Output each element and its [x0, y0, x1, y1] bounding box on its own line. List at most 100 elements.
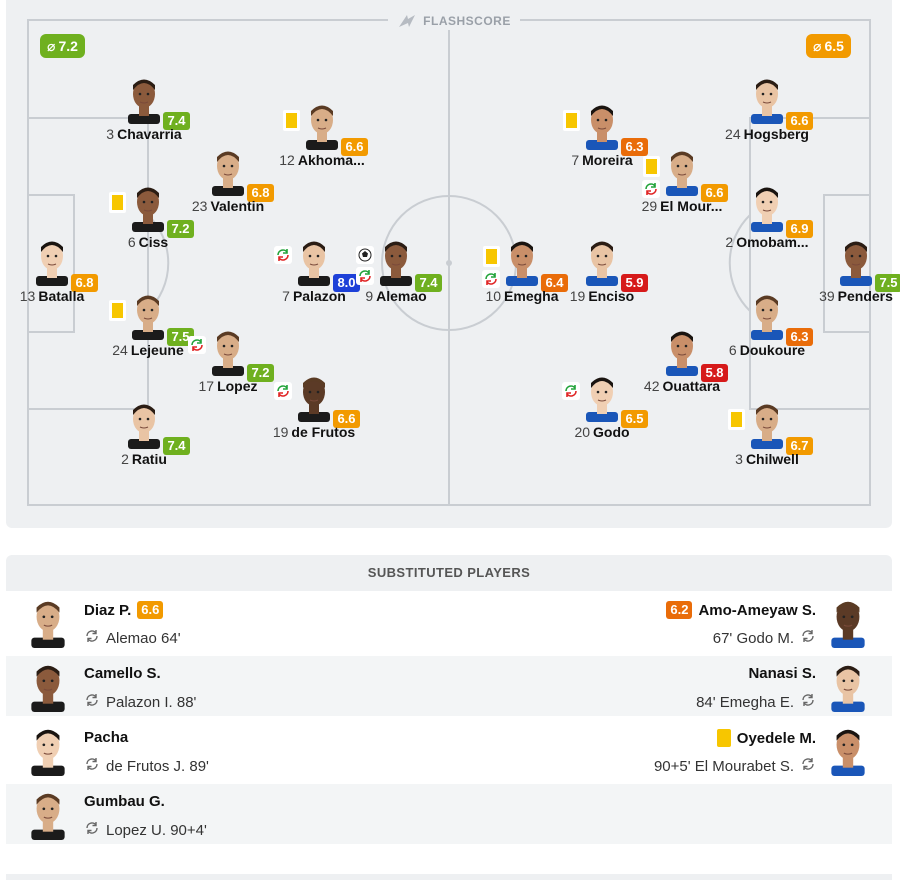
flashscore-logo-icon	[399, 15, 416, 27]
substituted-players-header: SUBSTITUTED PLAYERS	[6, 555, 892, 591]
substitute-name: Diaz P.6.6	[84, 601, 164, 619]
player-rating: 7.2	[247, 364, 274, 382]
player-name-text: Godo	[593, 424, 630, 440]
substitution-icon	[800, 628, 816, 648]
player-photo	[748, 182, 786, 232]
substitution-icon	[274, 246, 292, 264]
player-event-icons	[187, 336, 207, 354]
average-icon: ⌀	[813, 37, 822, 54]
substitution-detail-text: 84' Emegha E.	[696, 693, 794, 711]
substitution-detail-text: 67' Godo M.	[712, 629, 794, 647]
player-name-text: Lopez	[217, 378, 258, 394]
home-substitute[interactable]: Gumbau G.Lopez U. 90+4'	[6, 784, 446, 844]
away-substitute[interactable]: Nanasi S.84' Emegha E.	[452, 656, 892, 716]
player-photo	[837, 236, 875, 286]
player-event-icons	[107, 192, 127, 213]
player-name-text: Chavarria	[117, 126, 182, 142]
player-rating: 5.9	[621, 274, 648, 292]
yellow-card-icon	[482, 246, 500, 267]
player-rating: 7.5	[167, 328, 194, 346]
away-substitute[interactable]: Oyedele M.90+5' El Mourabet S.	[452, 720, 892, 780]
player-event-icons	[726, 409, 746, 430]
player-photo	[748, 290, 786, 340]
player-photo	[303, 100, 341, 150]
player-rating: 6.8	[247, 184, 274, 202]
substitution-detail: de Frutos J. 89'	[84, 756, 209, 776]
player-name-text: Penders	[837, 288, 893, 304]
player-event-icons	[273, 382, 293, 400]
substitute-photo	[828, 724, 868, 776]
player-rating: 6.6	[341, 138, 368, 156]
player-number: 20	[574, 424, 591, 440]
substitution-row: Gumbau G.Lopez U. 90+4'	[6, 784, 892, 844]
player-name-text: Lejeune	[130, 342, 184, 358]
substitute-photo	[828, 596, 868, 648]
home-substitute[interactable]: Camello S.Palazon I. 88'	[6, 656, 446, 716]
player-number: 24	[725, 126, 741, 142]
player-event-icons	[561, 382, 581, 400]
player-photo	[663, 326, 701, 376]
substitute-photo	[28, 788, 68, 840]
substitution-icon	[84, 756, 100, 776]
player-name-text: Batalla	[38, 288, 85, 304]
average-icon: ⌀	[47, 37, 56, 54]
player-photo	[748, 399, 786, 449]
player-name-text: Ciss	[138, 234, 169, 250]
substitution-detail: Alemao 64'	[84, 628, 181, 648]
player-photo	[129, 290, 167, 340]
substitution-icon	[800, 692, 816, 712]
player-photo	[583, 236, 621, 286]
player-name-text: Doukoure	[739, 342, 806, 358]
player-photo	[583, 372, 621, 422]
substitution-detail: Palazon I. 88'	[84, 692, 196, 712]
player-number: 3	[106, 126, 115, 142]
substitution-row: Camello S.Palazon I. 88' Nanasi S.84' Em…	[6, 656, 892, 716]
player-photo	[209, 326, 247, 376]
yellow-card-icon	[642, 156, 660, 177]
player-number: 12	[279, 152, 295, 168]
away-average-rating: ⌀ 6.5	[806, 34, 851, 58]
player-rating: 6.3	[621, 138, 648, 156]
player-event-icons	[641, 156, 661, 198]
brand-text: FLASHSCORE	[423, 14, 511, 28]
player-photo	[377, 236, 415, 286]
substitution-icon	[482, 270, 500, 288]
player-name-text: Ouattara	[662, 378, 721, 394]
player-number: 7	[282, 288, 290, 304]
substitution-detail: Lopez U. 90+4'	[84, 820, 207, 840]
substitution-detail-text: Palazon I. 88'	[106, 693, 197, 711]
player-photo	[748, 74, 786, 124]
player-number: 39	[819, 288, 835, 304]
player-rating: 6.6	[701, 184, 728, 202]
